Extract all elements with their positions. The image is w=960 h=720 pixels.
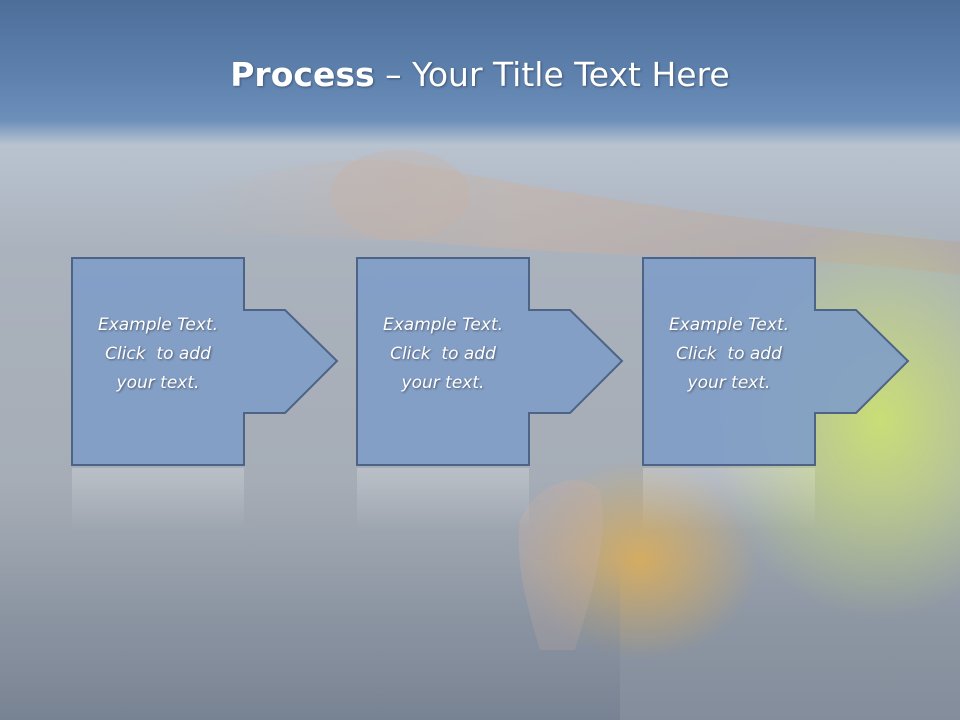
step-3-line-3: your text. (687, 373, 771, 393)
title-bold-part: Process (230, 55, 375, 94)
step-2-line-3: your text. (401, 373, 485, 393)
step-3-line-1: Example Text. (668, 315, 790, 335)
step-3-text[interactable]: Example Text. Click to add your text. (643, 311, 815, 398)
process-step-3[interactable] (642, 257, 910, 530)
step-1-line-1: Example Text. (97, 315, 219, 335)
step-2-line-1: Example Text. (382, 315, 504, 335)
step-2-text[interactable]: Example Text. Click to add your text. (357, 311, 529, 398)
step-2-line-2: Click to add (390, 344, 496, 364)
step-1-line-3: your text. (116, 373, 200, 393)
process-step-1[interactable] (71, 257, 339, 530)
step-3-line-2: Click to add (676, 344, 782, 364)
process-step-2[interactable] (356, 257, 624, 530)
step-1-text[interactable]: Example Text. Click to add your text. (72, 311, 244, 398)
step-1-line-2: Click to add (105, 344, 211, 364)
slide-title[interactable]: Process – Your Title Text Here (0, 52, 960, 98)
title-rest-part: – Your Title Text Here (374, 55, 730, 94)
